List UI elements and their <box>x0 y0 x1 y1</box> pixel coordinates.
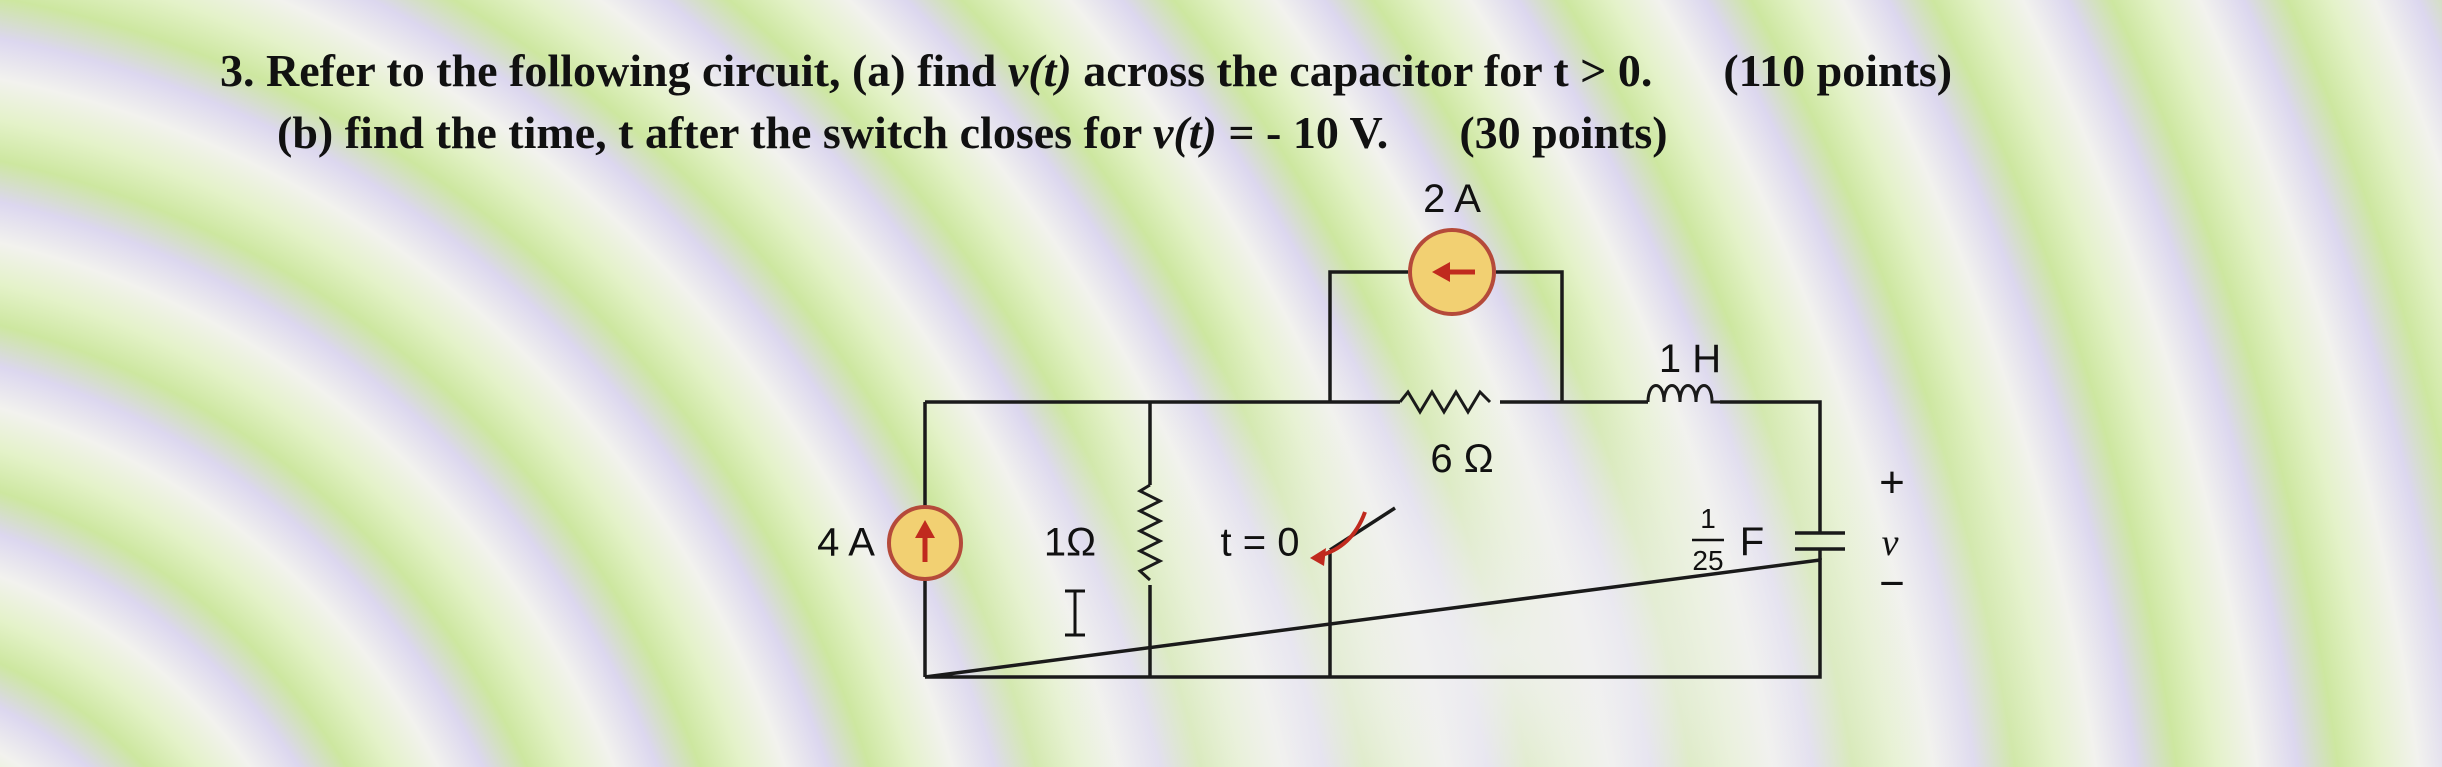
label-4a: 4 A <box>817 521 875 565</box>
problem-line1-text-b: across the capacitor for t > 0. <box>1083 45 1653 96</box>
cs2-wire-left <box>1328 270 1408 402</box>
v-plus: + <box>1879 458 1905 507</box>
capacitor-plates <box>1795 520 1845 560</box>
problem-number: 3. <box>220 45 255 96</box>
label-2a: 2 A <box>1423 177 1481 221</box>
cap-numerator: 1 <box>1700 503 1716 534</box>
resistor-1-ohm <box>1136 483 1164 582</box>
problem-line-2: (b) find the time, t after the switch cl… <box>277 102 1668 164</box>
switch <box>1310 506 1396 566</box>
vt-symbol: v(t) <box>1007 45 1072 96</box>
vt-symbol-2: v(t) <box>1152 107 1217 158</box>
cs2-wire-right <box>1496 270 1564 402</box>
inductor-coil <box>1646 384 1720 404</box>
label-6-ohm: 6 Ω <box>1430 437 1493 481</box>
label-1-ohm: 1Ω <box>1044 521 1096 565</box>
label-switch-time: t = 0 <box>1221 521 1300 565</box>
points-a: (110 points) <box>1723 45 1953 96</box>
problem-line-1: 3. Refer to the following circuit, (a) f… <box>220 40 1952 102</box>
top-wire-right <box>1720 400 1822 520</box>
problem-line2-text: (b) find the time, t after the switch cl… <box>277 107 1142 158</box>
label-inductor: 1 H <box>1659 337 1721 381</box>
label-capacitor: 1 25 F <box>1692 503 1764 576</box>
arrow-up-icon <box>915 520 935 562</box>
text-cursor-icon <box>1065 589 1085 637</box>
wires <box>923 270 1822 679</box>
resistor-6-ohm <box>1398 389 1492 415</box>
v-minus: − <box>1879 559 1905 608</box>
v-label: v <box>1882 522 1899 564</box>
cap-unit: F <box>1740 520 1764 564</box>
points-b: (30 points) <box>1459 107 1668 158</box>
bottom-wire <box>924 558 1822 679</box>
switch-arrow-icon <box>1310 548 1326 566</box>
problem-line1-text: Refer to the following circuit, (a) find <box>266 45 997 96</box>
problem-line2-text-b: = - 10 V. <box>1228 107 1389 158</box>
arrow-left-icon <box>1432 262 1475 282</box>
cap-denominator: 25 <box>1692 545 1723 576</box>
